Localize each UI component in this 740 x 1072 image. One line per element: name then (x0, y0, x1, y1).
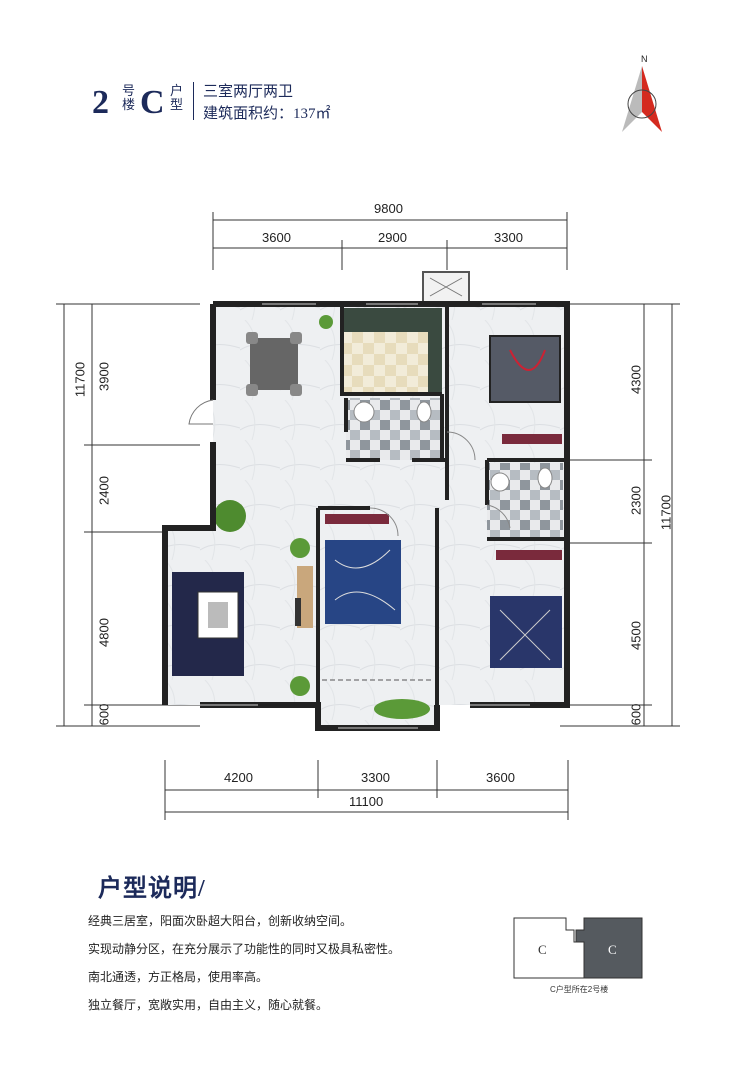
header-separator (193, 82, 194, 120)
dim-bottom-1: 4200 (224, 770, 253, 785)
description-line-1: 经典三居室，阳面次卧超大阳台，创新收纳空间。 (88, 914, 353, 928)
compass-north-label: N (641, 54, 648, 64)
floor-area: 建筑面积约：137㎡ (203, 106, 331, 122)
dim-left-4: 600 (96, 703, 112, 726)
minimap-caption: C户型所在2号楼 (550, 985, 609, 994)
building-number: 2 (92, 84, 109, 121)
description-line-3: 南北通透，方正格局，使用率高。 (88, 970, 269, 984)
dim-top-3: 3300 (494, 230, 523, 245)
building-minimap: C C (513, 917, 643, 979)
dim-left-1: 3900 (96, 362, 112, 391)
building-char: 号楼 (122, 83, 136, 112)
dim-bottom-2: 3300 (361, 770, 390, 785)
dim-left-total: 11700 (72, 361, 88, 398)
floor-plan (56, 212, 680, 820)
unit-char: 户型 (170, 83, 184, 112)
dim-bottom-3: 3600 (486, 770, 515, 785)
layout-type: 三室两厅两卫 (203, 84, 294, 100)
minimap-left-label: C (538, 942, 547, 957)
dim-right-1: 4300 (628, 365, 644, 394)
dim-right-4: 600 (628, 703, 644, 726)
dim-top-1: 3600 (262, 230, 291, 245)
minimap-right-label: C (608, 942, 617, 957)
dim-right-total: 11700 (658, 494, 674, 531)
dim-right-3: 4500 (628, 621, 644, 650)
dim-top-2: 2900 (378, 230, 407, 245)
dim-bottom-total: 11100 (349, 794, 384, 809)
dim-left-2: 2400 (96, 476, 112, 505)
description-title: 户型说明/ (98, 876, 206, 902)
dim-right-2: 2300 (628, 486, 644, 515)
description-line-2: 实现动静分区，在充分展示了功能性的同时又极具私密性。 (88, 942, 401, 956)
unit-letter: C (140, 84, 165, 121)
dim-left-3: 4800 (96, 618, 112, 647)
description-line-4: 独立餐厅，宽敞实用，自由主义，随心就餐。 (88, 998, 329, 1012)
dim-top-total: 9800 (374, 201, 403, 216)
compass-icon: N (622, 54, 662, 132)
